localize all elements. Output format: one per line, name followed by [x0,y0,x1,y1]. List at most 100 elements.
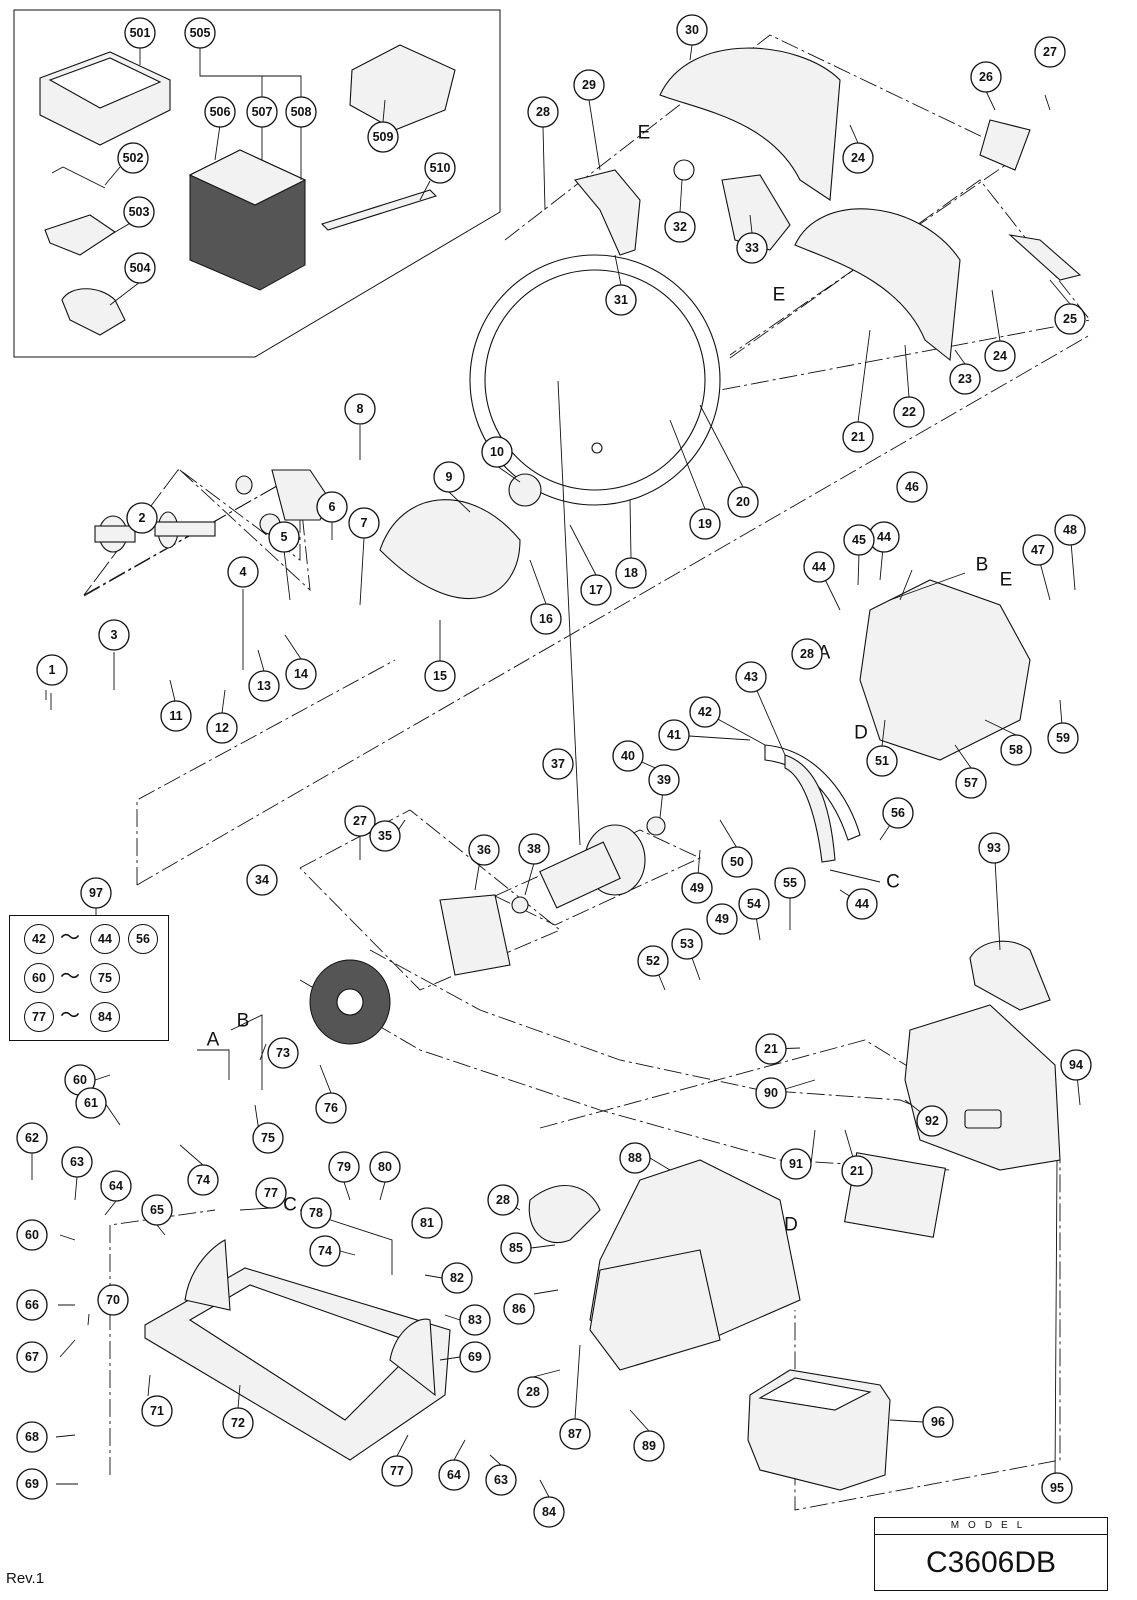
lamp-cover [964,1109,1002,1129]
svg-text:63: 63 [494,1473,508,1487]
ref-letter-d-housing: D [854,723,868,744]
charger [39,51,171,146]
hex-bar-wrench [51,166,106,189]
callout-501: 501 [124,17,156,49]
svg-text:38: 38 [527,842,541,856]
ref-letter-b-housing: B [976,555,989,576]
callout-62: 62 [16,1122,48,1154]
callout-58: 58 [1000,734,1032,766]
svg-text:31: 31 [614,293,628,307]
depth-guide [784,754,836,863]
callout-40: 40 [612,740,644,772]
ref-bracket-a-base [197,1049,230,1080]
lever [979,119,1031,171]
callout-86: 86 [503,1293,535,1325]
svg-text:510: 510 [430,161,451,175]
callout-87: 87 [559,1418,591,1450]
callout-85: 85 [500,1232,532,1264]
set-row-1: 42 ～ 44 56 [10,924,168,960]
callout-4: 4 [227,556,259,588]
svg-text:64: 64 [109,1179,123,1193]
ref-letter-a-base: A [207,1030,220,1051]
svg-text:44: 44 [812,560,826,574]
svg-text:75: 75 [261,1131,275,1145]
callout-26: 26 [970,61,1002,93]
callout-35: 35 [369,820,401,852]
callout-46: 46 [896,471,928,503]
ref-bracket-b-base [230,1014,263,1090]
svg-text:24: 24 [993,349,1007,363]
callout-68: 68 [16,1421,48,1453]
callout-5: 5 [268,521,300,553]
set-row-3: 77 ～ 84 [10,1002,168,1038]
callout-17: 17 [580,574,612,606]
svg-text:83: 83 [468,1313,482,1327]
callout-65: 65 [141,1194,173,1226]
svg-text:33: 33 [745,241,759,255]
callout-79: 79 [328,1151,360,1183]
callout-75: 75 [252,1122,284,1154]
gear-assembly [94,469,331,553]
callout-60-lower: 60 [16,1219,48,1251]
svg-text:82: 82 [450,1271,464,1285]
callout-41: 41 [658,719,690,751]
callout-55: 55 [774,867,806,899]
stator [309,959,391,1045]
callout-44-lower: 44 [846,888,878,920]
callout-30: 30 [676,14,708,46]
armature-group-frame [494,829,702,926]
svg-text:44: 44 [877,530,891,544]
svg-text:51: 51 [875,754,889,768]
svg-text:3: 3 [111,628,118,642]
set-composition-box: 42 ～ 44 56 60 ～ 75 77 ～ 84 [9,915,169,1041]
callout-10: 10 [481,436,513,468]
model-number: C3606DB [925,1546,1057,1579]
callout-12: 12 [206,712,238,744]
svg-text:21: 21 [850,1164,864,1178]
revision-label: Rev.1 [6,1570,45,1587]
callout-25: 25 [1054,303,1086,335]
svg-text:4: 4 [240,565,247,579]
blade-guard [379,499,521,600]
svg-text:79: 79 [337,1160,351,1174]
callout-16: 16 [530,603,562,635]
svg-text:507: 507 [252,105,273,119]
svg-text:88: 88 [628,1151,642,1165]
callout-38: 38 [518,833,550,865]
svg-text:28: 28 [800,647,814,661]
callout-36: 36 [468,834,500,866]
callout-18: 18 [615,557,647,589]
svg-text:50: 50 [730,855,744,869]
svg-text:49: 49 [690,881,704,895]
svg-text:27: 27 [353,814,367,828]
svg-text:27: 27 [1043,45,1057,59]
callout-70: 70 [97,1284,129,1316]
svg-text:78: 78 [309,1206,323,1220]
svg-text:63: 63 [70,1155,84,1169]
callout-2: 2 [126,502,158,534]
svg-text:62: 62 [25,1131,39,1145]
svg-text:8: 8 [357,402,364,416]
callout-56: 56 [882,797,914,829]
ref-bracket-c-bracket [829,869,881,883]
svg-text:19: 19 [698,517,712,531]
callout-1: 1 [36,654,68,686]
base-frame [109,1209,216,1475]
ref-letter-b-base: B [237,1011,250,1032]
svg-text:66: 66 [25,1298,39,1312]
callout-92: 92 [916,1105,948,1137]
svg-text:11: 11 [169,709,182,723]
svg-text:41: 41 [667,728,681,742]
svg-text:71: 71 [150,1404,164,1418]
svg-text:17: 17 [589,583,603,597]
svg-text:59: 59 [1056,731,1070,745]
callout-77-upper: 77 [255,1177,287,1209]
callout-24-upper: 24 [842,142,874,174]
set-row-1-from: 42 [24,924,54,954]
callout-502: 502 [117,142,149,174]
callout-9: 9 [433,461,465,493]
dust-port [61,288,126,336]
callout-59: 59 [1047,722,1079,754]
svg-text:504: 504 [130,261,151,275]
svg-text:44: 44 [855,897,869,911]
